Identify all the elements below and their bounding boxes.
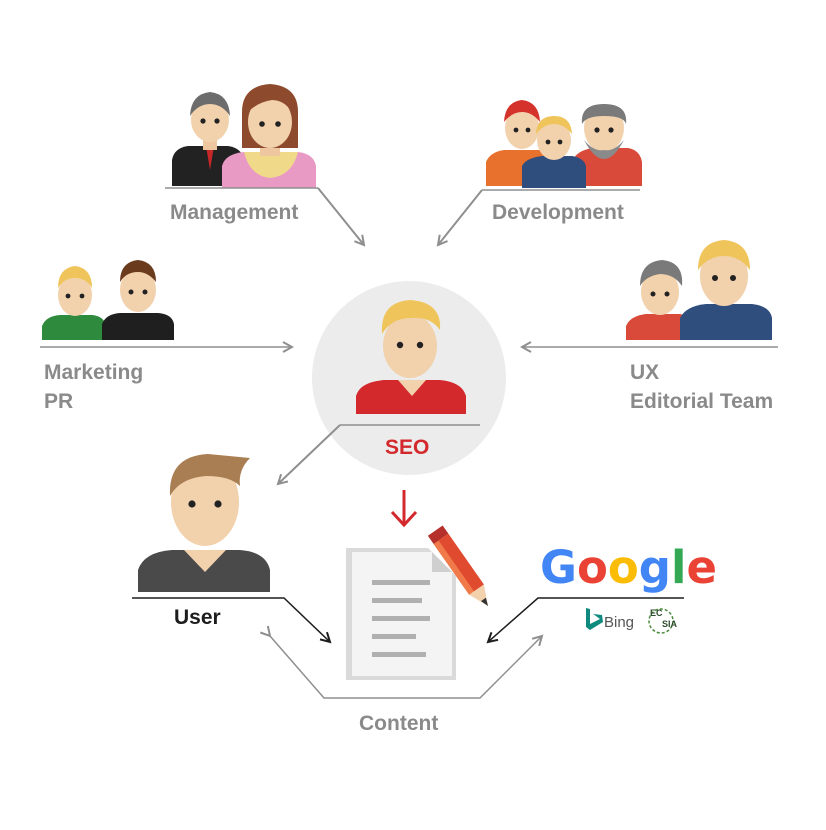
management-arrow bbox=[317, 187, 364, 245]
svg-text:Bing: Bing bbox=[604, 614, 634, 631]
development-people-icon bbox=[486, 100, 642, 188]
seo-circle bbox=[312, 281, 506, 475]
development-label: Development bbox=[492, 201, 624, 224]
seo-person-icon bbox=[356, 300, 466, 414]
ux-editorial-people-icon bbox=[626, 240, 772, 340]
svg-text:Google: Google bbox=[540, 541, 717, 594]
content-feedback-arrow bbox=[270, 636, 542, 699]
marketing-label: Marketing bbox=[44, 361, 144, 384]
content-document-icon bbox=[346, 548, 456, 680]
seo-to-user-arrow bbox=[278, 424, 341, 484]
user-to-content-arrow bbox=[132, 597, 330, 642]
marketing-people-icon bbox=[42, 260, 174, 340]
svg-text:EC: EC bbox=[650, 608, 663, 618]
google-logo: Google bbox=[540, 541, 717, 594]
management-people-icon bbox=[172, 84, 316, 188]
bing-logo: Bing bbox=[586, 608, 634, 631]
svg-text:SIA: SIA bbox=[662, 619, 678, 629]
seo-to-content-arrow bbox=[390, 490, 418, 528]
editorial-team-label: Editorial Team bbox=[630, 390, 774, 413]
ecosia-logo: EC SIA bbox=[648, 608, 678, 634]
management-label: Management bbox=[170, 201, 299, 224]
ecosia-globe-icon bbox=[648, 608, 674, 634]
user-person-icon bbox=[138, 454, 270, 592]
content-label: Content bbox=[359, 712, 439, 735]
ux-label: UX bbox=[630, 361, 660, 384]
user-label: User bbox=[174, 606, 221, 629]
pr-label: PR bbox=[44, 390, 74, 413]
seo-label: SEO bbox=[385, 436, 430, 459]
pencil-icon bbox=[427, 525, 489, 607]
bing-icon bbox=[586, 608, 603, 630]
development-arrow bbox=[438, 189, 483, 245]
